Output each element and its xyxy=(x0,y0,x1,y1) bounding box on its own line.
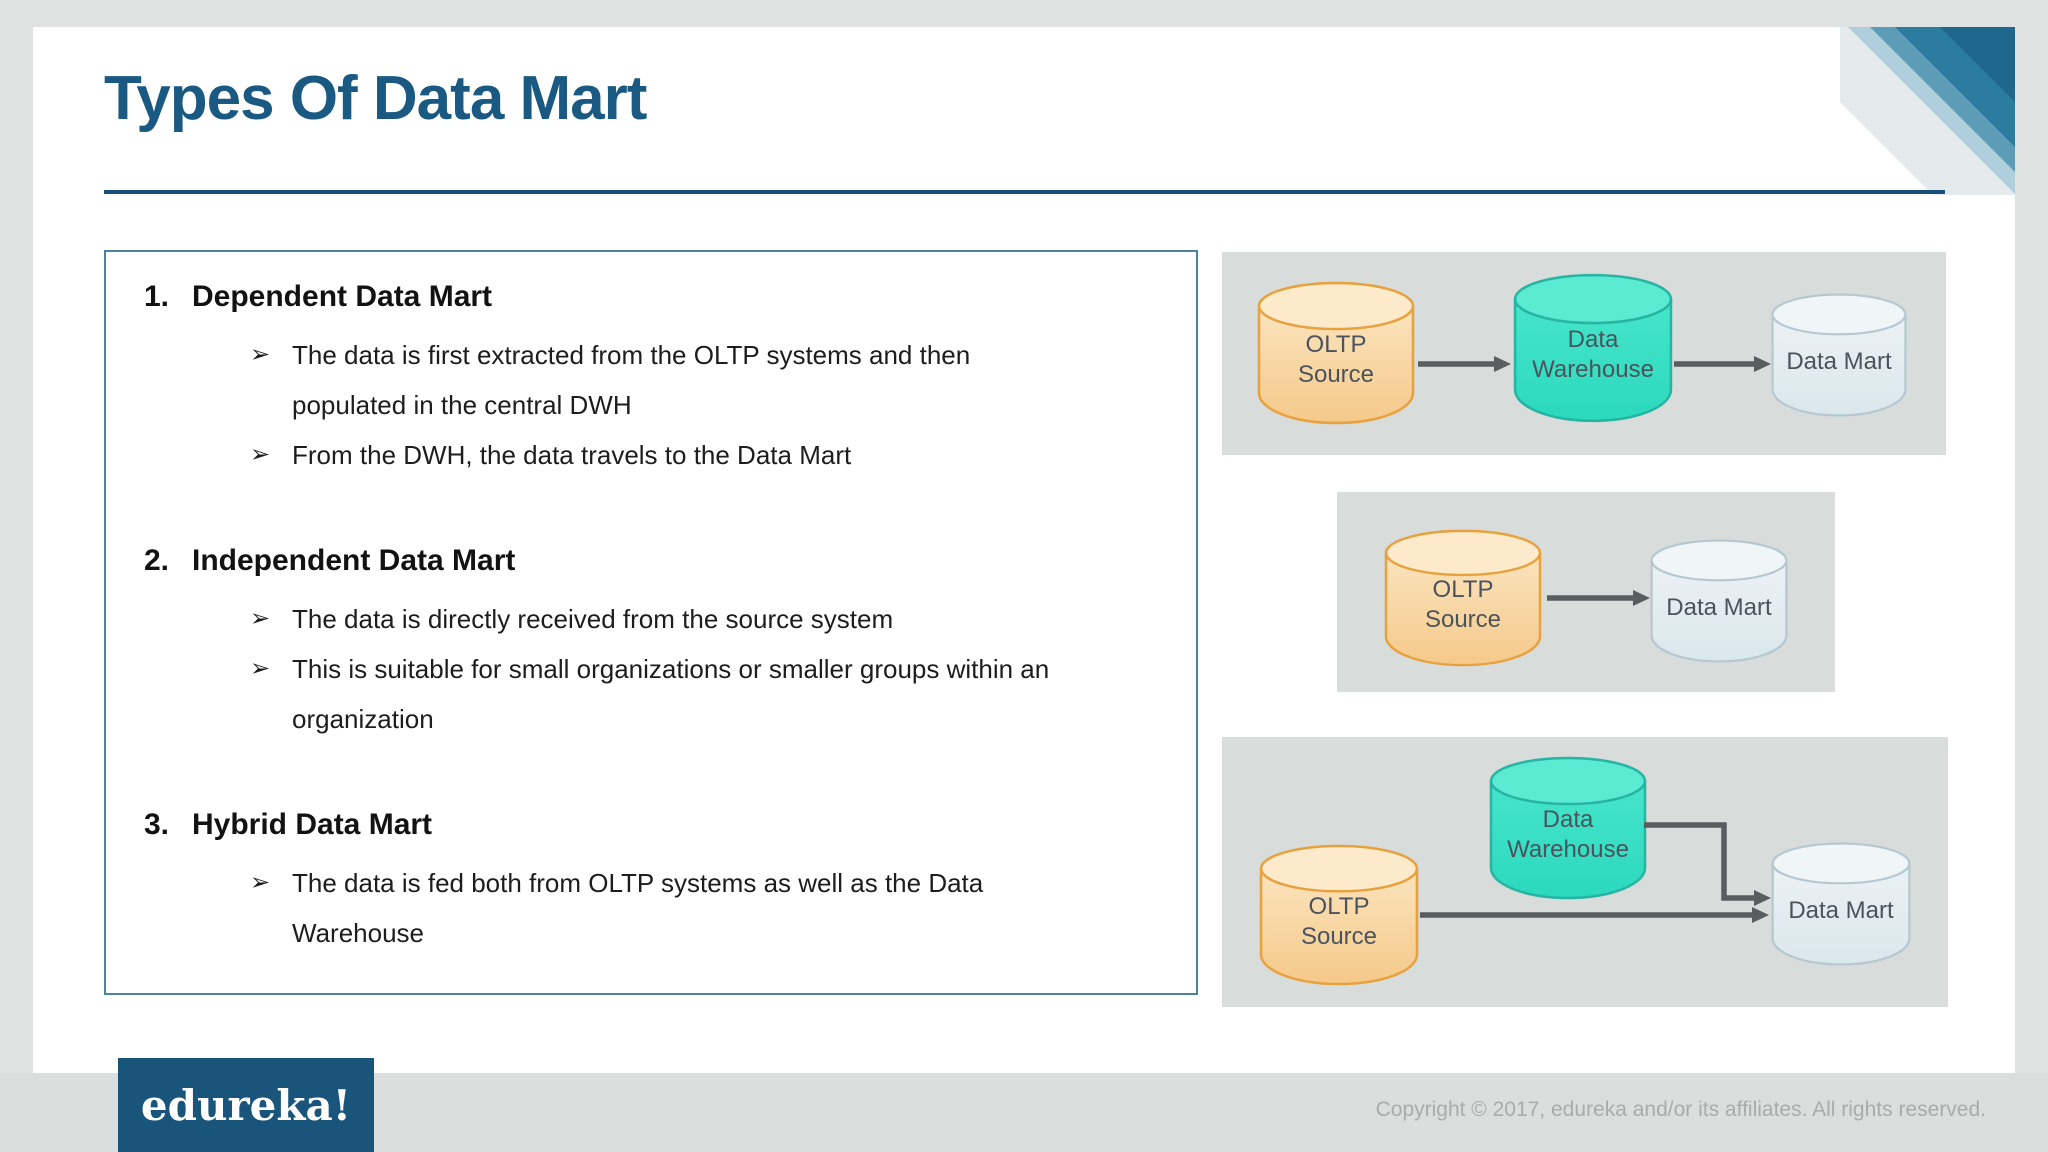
node-label: Data Mart xyxy=(1788,897,1894,924)
content-box: 1. Dependent Data Mart ➢ The data is fir… xyxy=(104,250,1198,995)
arrow-bullet-icon: ➢ xyxy=(250,341,271,368)
section-independent-data-mart: 2. Independent Data Mart ➢ The data is d… xyxy=(144,542,1196,744)
cylinder-oltp-source: OLTP Source xyxy=(1256,280,1416,426)
database-cylinder-icon xyxy=(1257,281,1415,425)
diagram-hybrid-data-mart: Data Warehouse OLTP Source Data Mart xyxy=(1222,737,1948,1007)
database-cylinder-icon xyxy=(1513,273,1673,423)
node-label: OLTP Source xyxy=(1300,893,1378,950)
database-cylinder-icon xyxy=(1489,756,1647,900)
database-cylinder-icon xyxy=(1650,539,1788,663)
section-title: Dependent Data Mart xyxy=(192,280,493,313)
arrow-bullet-icon: ➢ xyxy=(250,605,271,632)
bullet-item: ➢ The data is directly received from the… xyxy=(144,594,1196,644)
database-cylinder-icon xyxy=(1771,293,1907,417)
node-label: Data Mart xyxy=(1786,348,1892,375)
section-number: 1. xyxy=(144,280,170,313)
title-underline xyxy=(104,190,1945,194)
arrow-bullet-icon: ➢ xyxy=(250,655,271,682)
database-cylinder-icon xyxy=(1771,842,1911,966)
bullet-text: The data is first extracted from the OLT… xyxy=(292,340,971,420)
bullet-item: ➢ The data is fed both from OLTP systems… xyxy=(144,858,1196,958)
section-dependent-data-mart: 1. Dependent Data Mart ➢ The data is fir… xyxy=(144,278,1196,480)
presentation-slide: Types Of Data Mart 1. Dependent Data Mar… xyxy=(33,27,2015,1073)
cylinder-data-mart: Data Mart xyxy=(1649,538,1789,664)
edureka-logo: edureka! xyxy=(118,1058,374,1152)
section-title: Hybrid Data Mart xyxy=(192,808,433,841)
node-label: OLTP Source xyxy=(1297,331,1375,388)
copyright-text: Copyright © 2017, edureka and/or its aff… xyxy=(1375,1098,1986,1121)
section-heading: 3. Hybrid Data Mart xyxy=(144,806,1196,844)
bullet-text: This is suitable for small organizations… xyxy=(292,654,1050,734)
flow-arrow-icon xyxy=(1674,356,1771,372)
section-number: 2. xyxy=(144,544,170,577)
page-title: Types Of Data Mart xyxy=(104,64,647,133)
elbow-connector-icon xyxy=(1644,822,1771,906)
bullet-text: The data is fed both from OLTP systems a… xyxy=(292,868,984,948)
bullet-text: The data is directly received from the s… xyxy=(292,604,894,634)
node-label: Data Warehouse xyxy=(1507,806,1629,863)
section-heading: 2. Independent Data Mart xyxy=(144,542,1196,580)
bullet-item: ➢ The data is first extracted from the O… xyxy=(144,330,1196,430)
flow-arrow-icon xyxy=(1420,907,1769,923)
node-label: Data Warehouse xyxy=(1532,326,1654,383)
section-number: 3. xyxy=(144,808,170,841)
bullet-text: From the DWH, the data travels to the Da… xyxy=(292,440,852,470)
section-title: Independent Data Mart xyxy=(192,544,516,577)
cylinder-data-mart: Data Mart xyxy=(1770,841,1912,967)
edureka-logo-text: edureka! xyxy=(140,1080,352,1130)
cylinder-data-mart: Data Mart xyxy=(1770,292,1908,418)
diagram-dependent-data-mart: OLTP Source Data Warehouse Data Mart xyxy=(1222,252,1946,455)
database-cylinder-icon xyxy=(1259,844,1419,986)
cylinder-data-warehouse: Data Warehouse xyxy=(1512,272,1674,424)
cylinder-data-warehouse: Data Warehouse xyxy=(1488,755,1648,901)
flow-arrow-icon xyxy=(1547,590,1650,606)
database-cylinder-icon xyxy=(1384,529,1542,667)
arrow-bullet-icon: ➢ xyxy=(250,869,271,896)
cylinder-oltp-source: OLTP Source xyxy=(1383,528,1543,668)
arrow-bullet-icon: ➢ xyxy=(250,441,271,468)
flow-arrow-icon xyxy=(1418,356,1511,372)
bullet-item: ➢ From the DWH, the data travels to the … xyxy=(144,430,1196,480)
cylinder-oltp-source: OLTP Source xyxy=(1258,843,1420,987)
section-heading: 1. Dependent Data Mart xyxy=(144,278,1196,316)
corner-decoration-icon xyxy=(1840,27,2015,195)
node-label: Data Mart xyxy=(1666,594,1772,621)
node-label: OLTP Source xyxy=(1424,576,1502,633)
bullet-item: ➢ This is suitable for small organizatio… xyxy=(144,644,1196,744)
diagram-independent-data-mart: OLTP Source Data Mart xyxy=(1337,492,1835,692)
section-hybrid-data-mart: 3. Hybrid Data Mart ➢ The data is fed bo… xyxy=(144,806,1196,958)
